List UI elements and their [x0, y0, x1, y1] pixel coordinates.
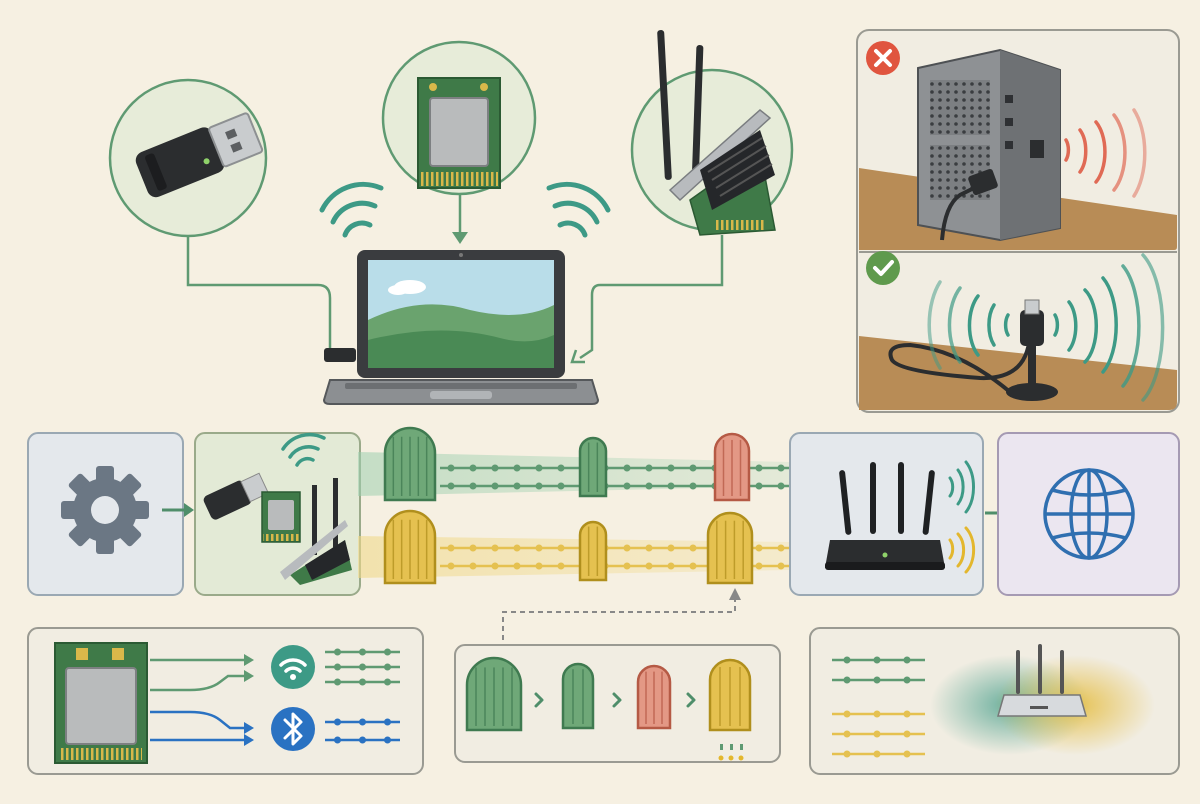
router-panel: [789, 432, 984, 596]
wifi-output-lane-2: [325, 663, 400, 671]
wifi-output-lane-3: [325, 678, 400, 686]
arrow-settings-to-adapters: [162, 503, 194, 517]
bottom-m2-card-icon: [54, 642, 148, 764]
door-green-narrow: [578, 436, 608, 498]
sequence-arrows: [534, 692, 696, 708]
bluetooth-badge-icon: [271, 707, 315, 751]
pcie-connector-line: [579, 235, 724, 360]
sequence-link-dashed: [502, 598, 736, 640]
sequence-door-green-wide: [465, 656, 523, 732]
laptop: [322, 250, 600, 405]
card-outputs-panel: [27, 627, 424, 775]
band-yellow-track: [358, 536, 790, 578]
door-green-wide: [383, 426, 437, 502]
router-icon: [825, 462, 945, 570]
card-output-lanes: [325, 648, 400, 744]
small-m2-card-icon: [261, 491, 301, 543]
m2-card-bubble: [381, 40, 537, 244]
bluetooth-output-lane-2: [325, 736, 400, 744]
door-sequence-panel: [454, 588, 781, 763]
coverage-lanes: [832, 656, 925, 758]
small-router-icon: [997, 644, 1087, 717]
card-arrow-wifi-3: [150, 670, 254, 692]
sequence-door-yellow: [708, 658, 752, 732]
door-yellow-wide-right: [706, 511, 754, 585]
wifi-waves-right: [546, 181, 611, 238]
sequence-door-red: [636, 664, 672, 730]
coverage-green-lane-2: [832, 676, 925, 684]
wifi-badge-icon: [271, 645, 315, 689]
card-arrow-bt-1: [150, 710, 254, 734]
placement-comparison-panel: [856, 29, 1180, 413]
gear-icon: [61, 466, 149, 554]
pcie-card-bubble: [570, 30, 794, 364]
card-arrow-bt-2: [150, 734, 254, 746]
card-signal-arrows: [150, 654, 254, 746]
adapters-panel: [194, 432, 361, 596]
band-coverage-panel: [809, 627, 1180, 775]
wifi-output-lane-1: [325, 648, 400, 656]
door-yellow-wide-left: [383, 509, 437, 585]
usb-dongle-icon: [135, 112, 264, 198]
blocked-signal-waves: [1064, 108, 1147, 198]
router-signal-waves: [948, 460, 976, 574]
pc-tower: [917, 48, 1061, 242]
usb-connector-line: [186, 235, 332, 350]
usb-dongle-bubble: [108, 78, 332, 350]
door-red: [713, 432, 751, 502]
card-arrow-wifi-1: [150, 654, 254, 666]
internet-panel: [997, 432, 1180, 596]
door-yellow-narrow: [578, 520, 608, 582]
settings-panel: [27, 432, 184, 596]
small-pcie-card-icon: [280, 478, 352, 585]
bluetooth-output-lane-1: [325, 718, 400, 726]
laptop-usb-dongle: [324, 348, 356, 362]
globe-icon: [1043, 468, 1135, 560]
coverage-yellow-lane-3: [832, 750, 925, 758]
pcie-arrowhead: [570, 349, 585, 364]
error-icon: [866, 41, 900, 75]
door-sequence: [465, 656, 752, 732]
desk-surface-bottom: [859, 336, 1177, 410]
coverage-yellow-lane-2: [832, 730, 925, 738]
channel-doors: [383, 426, 754, 585]
sequence-dots: [718, 744, 744, 761]
m2-card-icon: [417, 77, 501, 189]
wifi-waves-left: [319, 181, 384, 238]
adapters-wifi-waves: [281, 432, 326, 467]
usb-extension-cradle: [888, 299, 1058, 401]
m2-arrowhead: [452, 232, 468, 244]
clear-signal-waves: [927, 253, 1165, 402]
success-icon: [866, 251, 900, 285]
pcie-card-icon: [657, 30, 776, 236]
sequence-link-arrowhead: [729, 588, 741, 600]
sequence-door-green-narrow: [561, 662, 595, 730]
coverage-yellow-lane-1: [832, 710, 925, 718]
coverage-green-lane-1: [832, 656, 925, 664]
